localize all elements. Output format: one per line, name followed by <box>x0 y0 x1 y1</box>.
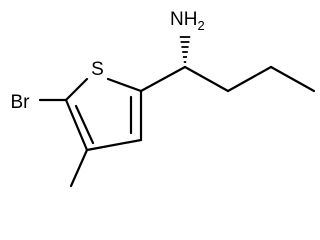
bond-c5-c4-double <box>74 104 95 145</box>
hashed-wedge-bond <box>179 36 191 63</box>
bond-c2-c3 <box>269 65 316 93</box>
bond-s-c2 <box>106 77 143 93</box>
bond-c4-c3 <box>85 138 143 152</box>
bond-c1-c2 <box>226 65 273 93</box>
sulfur-label: S <box>91 59 104 80</box>
bond-s-c5 <box>64 77 89 102</box>
bond-chiral-c1 <box>183 65 230 93</box>
bromine-label: Br <box>11 92 31 113</box>
bond-c2-chiral <box>139 65 187 93</box>
chemical-structure: S Br NH2 <box>11 9 316 188</box>
bond-c4-methyl <box>69 148 89 188</box>
bond-c5-c4 <box>64 98 89 152</box>
amine-label: NH2 <box>170 9 205 33</box>
